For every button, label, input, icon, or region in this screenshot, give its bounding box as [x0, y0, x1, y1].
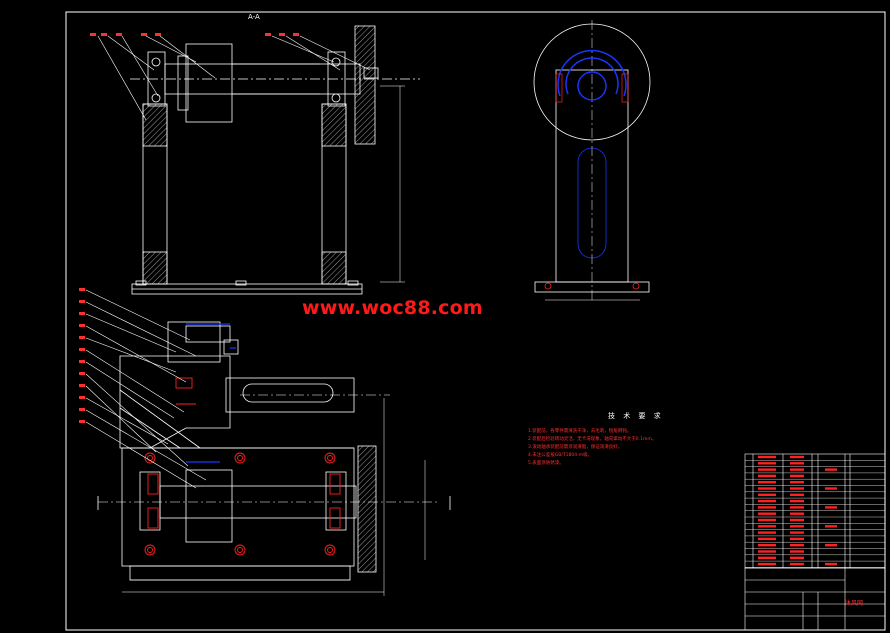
parts-row-material: [790, 525, 804, 528]
parts-row-name: [758, 531, 776, 534]
plan-view-blue: [186, 323, 236, 463]
plan-view-red-bolts: [144, 377, 341, 556]
parts-row-material: [790, 550, 804, 553]
parts-row-name: [758, 544, 776, 547]
parts-row-note: [825, 562, 837, 566]
parts-row-name: [758, 455, 776, 459]
parts-row-material: [790, 462, 804, 465]
side-view-blue: [557, 49, 627, 101]
title-block: [744, 567, 886, 631]
section-view: [130, 25, 420, 295]
tech-note: 5.表面涂防锈漆。: [528, 461, 564, 466]
leader-lines-bottom: [85, 289, 207, 489]
section-label: A-A: [248, 13, 260, 21]
parts-row-material: [790, 487, 804, 490]
parts-row-material: [790, 499, 804, 503]
parts-row-name: [758, 474, 776, 478]
sheet-border: [65, 11, 886, 631]
leader-lines-top: [97, 35, 371, 121]
parts-row-material: [790, 512, 804, 515]
parts-row-name: [758, 468, 776, 471]
parts-row-material: [790, 455, 804, 459]
parts-row-material: [790, 493, 804, 496]
parts-list-rows: [745, 460, 885, 568]
parts-row-name: [758, 550, 776, 553]
parts-row-note: [825, 506, 837, 509]
parts-row-material: [790, 468, 804, 471]
parts-row-name: [758, 525, 776, 528]
parts-row-material: [790, 474, 804, 478]
parts-row-material: [790, 556, 804, 559]
parts-row-name: [758, 506, 776, 509]
balloon-labels-bottom: [79, 288, 85, 423]
parts-row-material: [790, 531, 804, 534]
tech-note: 2.装配后检验转动灵活，无卡滞现象，轴向窜动不大于0.1mm。: [528, 437, 657, 442]
parts-row-material: [790, 562, 804, 566]
parts-row-name: [758, 462, 776, 465]
tech-note: 3.滚动轴承装配前需涂润滑脂，保证润滑良好。: [528, 445, 623, 450]
parts-row-material: [790, 506, 804, 509]
parts-row-material: [790, 537, 804, 541]
parts-row-name: [758, 562, 776, 566]
parts-row-note: [825, 487, 837, 490]
logo-text: 沐风网: [845, 600, 864, 607]
parts-row-note: [825, 468, 837, 471]
parts-row-material: [790, 518, 804, 522]
tech-note: 1.装配前，各零件需清洗干净，去毛刺，锐角倒钝。: [528, 429, 632, 434]
tech-note: 4.未注公差按GB/T1804-m级。: [528, 453, 593, 458]
parts-row-name: [758, 537, 776, 541]
parts-row-note: [825, 544, 837, 547]
parts-row-name: [758, 518, 776, 522]
side-view-bolts: [555, 73, 629, 103]
parts-row-name: [758, 499, 776, 503]
balloon-labels-top: [90, 33, 299, 36]
watermark: www.woc88.com: [302, 297, 483, 319]
tech-requirements-title: 技 术 要 求: [608, 412, 664, 420]
parts-row-name: [758, 481, 776, 484]
parts-row-material: [790, 481, 804, 484]
parts-row-name: [758, 556, 776, 559]
parts-row-name: [758, 512, 776, 515]
parts-list-red: [758, 455, 837, 566]
parts-row-name: [758, 493, 776, 496]
plan-view: [97, 321, 451, 596]
side-view: [533, 20, 651, 301]
parts-row-material: [790, 544, 804, 547]
parts-row-note: [825, 525, 837, 528]
parts-row-name: [758, 487, 776, 490]
